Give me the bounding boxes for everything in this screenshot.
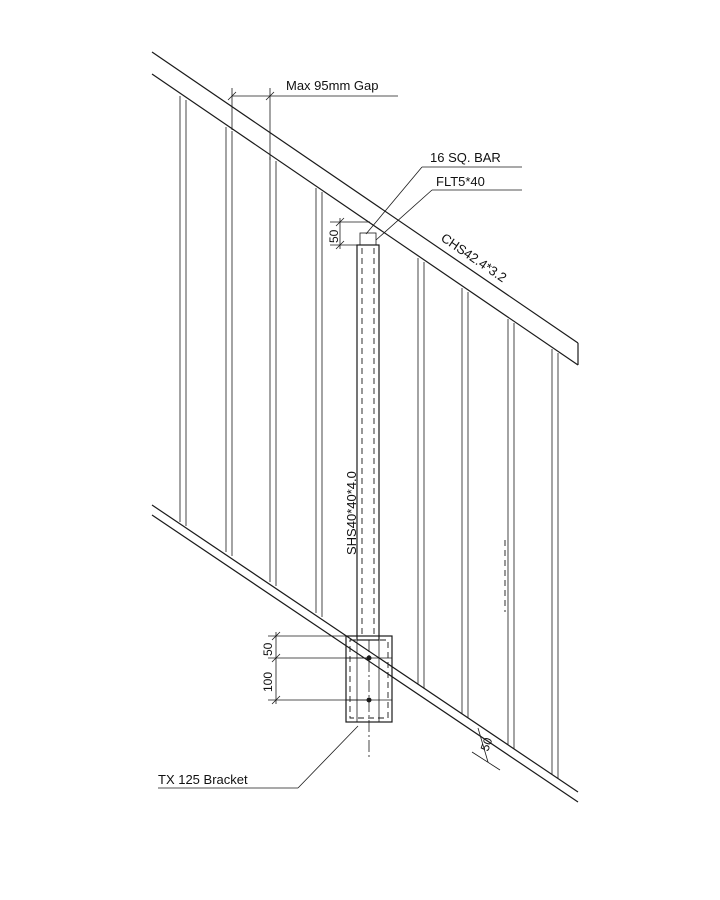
stair-offset-dim: 50 xyxy=(478,735,496,753)
top-offset-dim: 50 xyxy=(327,229,341,243)
handrail xyxy=(151,51,579,366)
stair-dimension xyxy=(471,727,501,771)
bracket-label: TX 125 Bracket xyxy=(158,772,248,787)
bracket-span-dim: 100 xyxy=(261,672,275,692)
gap-label: Max 95mm Gap xyxy=(286,78,378,93)
balusters xyxy=(179,96,559,779)
bracket-top-dim: 50 xyxy=(261,642,275,656)
post-shs xyxy=(356,232,380,641)
bar-label: 16 SQ. BAR xyxy=(430,150,501,165)
top-leaders xyxy=(365,166,522,241)
gap-dimension xyxy=(227,88,398,160)
bracket-dimensions xyxy=(268,631,369,705)
stair-stringer xyxy=(151,504,579,803)
post-label: SHS40*40*4.0 xyxy=(344,471,359,555)
top-dimension xyxy=(330,217,370,250)
bracket-leader xyxy=(158,725,359,789)
tx-bracket xyxy=(345,635,393,760)
plate-label: FLT5*40 xyxy=(436,174,485,189)
